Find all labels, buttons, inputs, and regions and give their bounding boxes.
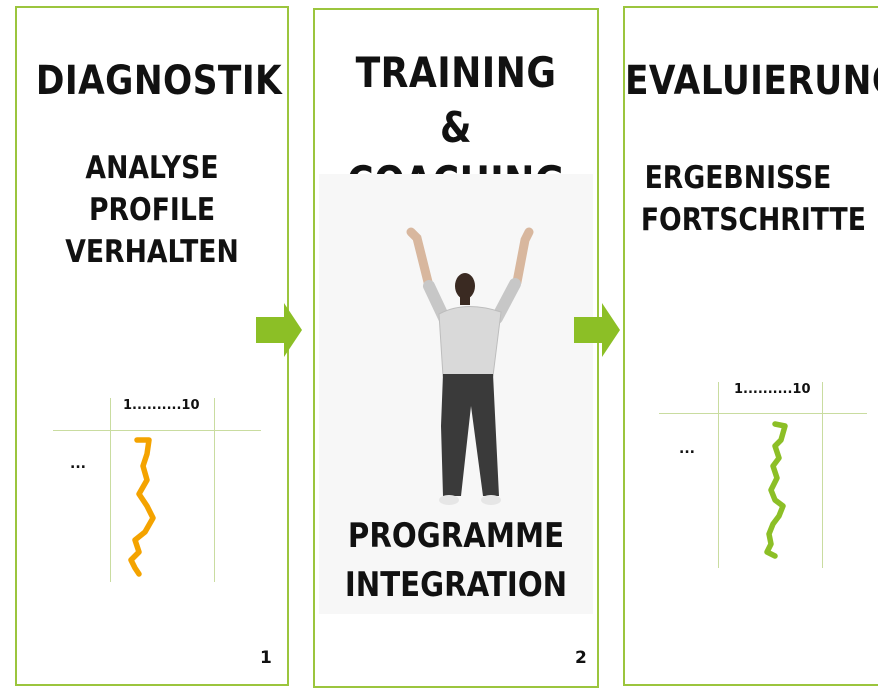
page-number: 1 — [260, 648, 272, 668]
subtitle-line: PROGRAMME — [347, 516, 565, 556]
row-label: ... — [70, 456, 86, 472]
subtitle-line: ERGEBNISSE — [644, 160, 832, 196]
panel-title: EVALUIERUNG — [625, 58, 878, 104]
row-label: ... — [679, 441, 695, 457]
page-number: 2 — [575, 648, 587, 668]
panel-subtitle: PROGRAMME INTEGRATION — [335, 512, 578, 611]
subtitle-line: ANALYSE — [85, 150, 219, 186]
arrow-right-icon — [256, 303, 302, 357]
title-line: TRAINING — [355, 48, 557, 97]
subtitle-line: VERHALTEN — [65, 233, 239, 270]
panel-training-coaching: TRAINING & COACHING PROGRAMME INTEGRATIO… — [313, 8, 599, 688]
scale-label: 1..........10 — [734, 382, 811, 397]
panel-title: DIAGNOSTIK — [35, 58, 283, 104]
subtitle-line: PROFILE — [88, 191, 216, 228]
scale-grid-line — [659, 413, 867, 414]
scale-label: 1..........10 — [123, 398, 200, 413]
squiggle-line-orange — [128, 437, 156, 577]
panel-subtitle: ERGEBNISSE FORTSCHRITTE — [640, 158, 866, 242]
subtitle-line: INTEGRATION — [344, 565, 568, 606]
scale-grid-line — [822, 382, 823, 568]
scale-grid-line — [718, 382, 719, 568]
subtitle-line: FORTSCHRITTE — [640, 201, 866, 238]
squiggle-line-green — [764, 421, 788, 559]
panel-evaluierung: EVALUIERUNG ERGEBNISSE FORTSCHRITTE 1...… — [623, 6, 878, 686]
panel-subtitle: ANALYSE PROFILE VERHALTEN — [36, 148, 268, 274]
scale-grid-line — [53, 430, 261, 431]
person-arms-raised-image — [406, 227, 534, 505]
panel-diagnostik: DIAGNOSTIK ANALYSE PROFILE VERHALTEN 1..… — [15, 6, 289, 686]
arrow-right-icon — [574, 303, 620, 357]
scale-grid-line — [214, 398, 215, 582]
scale-grid-line — [110, 398, 111, 582]
